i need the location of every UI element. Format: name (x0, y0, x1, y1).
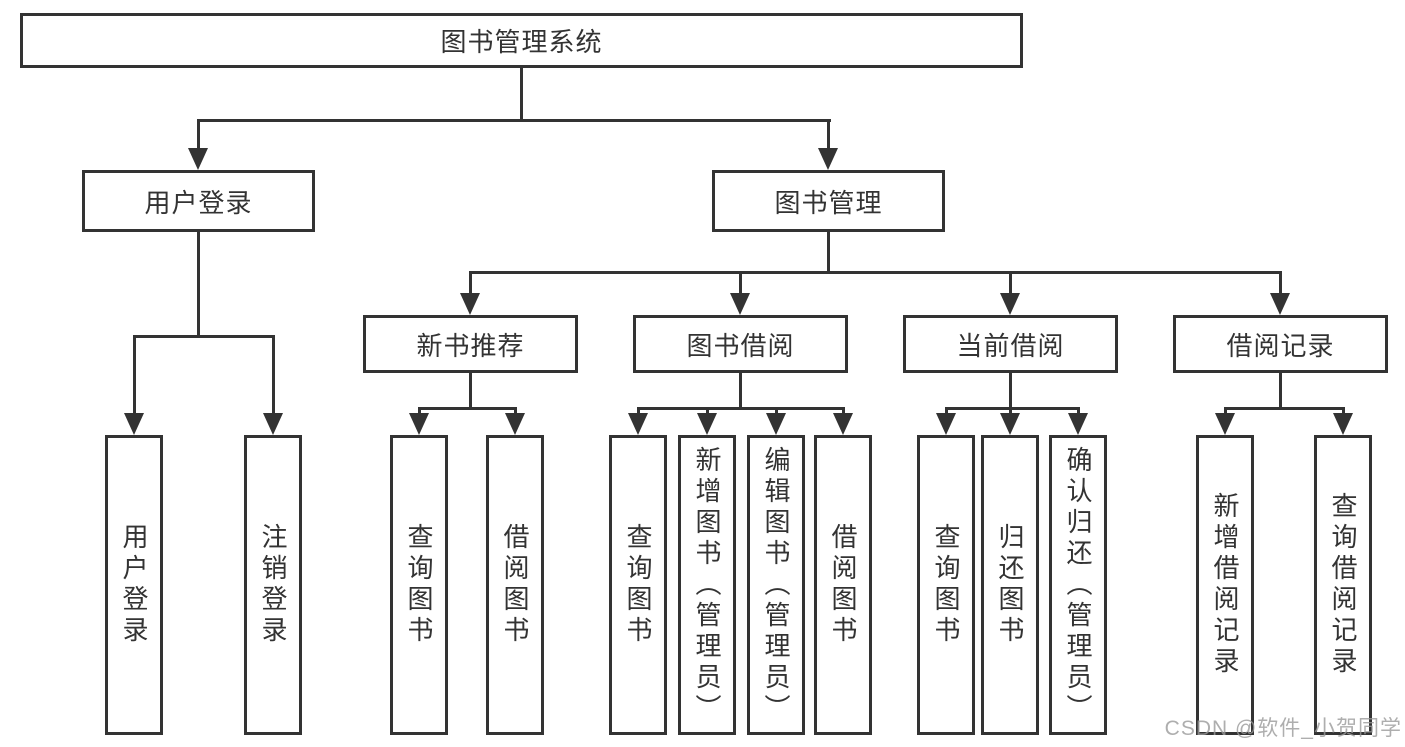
arrow-down-icon (697, 413, 717, 435)
connector-level1-bus (197, 119, 831, 122)
node-new-book-recommend-label: 新书推荐 (416, 330, 525, 361)
leaf-current-query-books-label: 查询图书 (931, 523, 961, 647)
csdn-watermark: CSDN @软件_小贺同学 (1164, 717, 1402, 740)
connector-user-login-bus (133, 335, 275, 338)
arrow-down-icon (628, 413, 648, 435)
leaf-recommend-query-books-label: 查询图书 (404, 523, 434, 647)
leaf-user-login-label: 用户登录 (119, 523, 149, 647)
leaf-return-books: 归还图书 (981, 435, 1039, 735)
connector-drop-leaf (272, 335, 275, 415)
arrow-down-icon (505, 413, 525, 435)
leaf-confirm-return-admin: 确认归还（管理员） (1049, 435, 1107, 735)
leaf-borrowing-query-books-label: 查询图书 (623, 523, 653, 647)
connector-drop-user-login (197, 119, 200, 150)
arrow-down-icon (1270, 293, 1290, 315)
connector-stem (1009, 373, 1012, 409)
arrow-down-icon (833, 413, 853, 435)
connector-drop-leaf (842, 407, 845, 417)
connector-drop-leaf (1077, 407, 1080, 417)
node-book-borrowing: 图书借阅 (633, 315, 848, 373)
connector-drop-leaf (1224, 407, 1227, 417)
node-borrowing-records-label: 借阅记录 (1226, 330, 1335, 361)
leaf-logout-label: 注销登录 (258, 523, 288, 647)
connector-drop-leaf (1009, 407, 1012, 417)
connector-stem (1279, 373, 1282, 409)
connector-drop-leaf (1342, 407, 1345, 417)
connector-bus (637, 407, 845, 410)
leaf-borrowing-borrow-books-label: 借阅图书 (828, 523, 858, 647)
leaf-add-books-admin: 新增图书（管理员） (678, 435, 736, 735)
leaf-borrowing-borrow-books: 借阅图书 (814, 435, 872, 735)
leaf-logout: 注销登录 (244, 435, 302, 735)
leaf-recommend-borrow-books: 借阅图书 (486, 435, 544, 735)
leaf-borrowing-query-books: 查询图书 (609, 435, 667, 735)
connector-root-stem (520, 68, 523, 119)
connector-drop-leaf (418, 407, 421, 417)
connector-drop-leaf (637, 407, 640, 417)
node-current-borrowing: 当前借阅 (903, 315, 1118, 373)
arrow-down-icon (1333, 413, 1353, 435)
leaf-recommend-query-books: 查询图书 (390, 435, 448, 735)
arrow-down-icon (730, 293, 750, 315)
arrow-down-icon (766, 413, 786, 435)
node-book-borrowing-label: 图书借阅 (686, 330, 795, 361)
arrow-down-icon (818, 148, 838, 170)
connector-stem (469, 373, 472, 409)
connector-drop-node (1279, 271, 1282, 295)
connector-drop-node (739, 271, 742, 295)
arrow-down-icon (936, 413, 956, 435)
arrow-down-icon (1000, 413, 1020, 435)
connector-stem (739, 373, 742, 409)
node-current-borrowing-label: 当前借阅 (956, 330, 1065, 361)
leaf-query-borrow-record-label: 查询借阅记录 (1328, 492, 1358, 678)
connector-drop-node (469, 271, 472, 295)
leaf-edit-books-admin: 编辑图书（管理员） (747, 435, 805, 735)
node-root: 图书管理系统 (20, 13, 1023, 68)
arrow-down-icon (409, 413, 429, 435)
connector-drop-leaf (133, 335, 136, 415)
node-book-management: 图书管理 (712, 170, 945, 232)
leaf-add-borrow-record: 新增借阅记录 (1196, 435, 1254, 735)
node-book-management-label: 图书管理 (774, 187, 883, 218)
arrow-down-icon (1215, 413, 1235, 435)
leaf-edit-books-admin-label: 编辑图书（管理员） (761, 445, 791, 725)
arrow-down-icon (124, 413, 144, 435)
arrow-down-icon (188, 148, 208, 170)
node-root-label: 图书管理系统 (440, 27, 603, 57)
connector-book-management-stem (827, 232, 830, 274)
connector-level2-bus (469, 271, 1282, 274)
node-user-login-label: 用户登录 (144, 187, 253, 218)
arrow-down-icon (1000, 293, 1020, 315)
connector-bus (418, 407, 517, 410)
leaf-user-login: 用户登录 (105, 435, 163, 735)
node-user-login: 用户登录 (82, 170, 315, 232)
connector-user-login-stem (197, 232, 200, 335)
arrow-down-icon (1068, 413, 1088, 435)
leaf-add-books-admin-label: 新增图书（管理员） (692, 445, 722, 725)
leaf-query-borrow-record: 查询借阅记录 (1314, 435, 1372, 735)
connector-bus (945, 407, 1079, 410)
connector-drop-leaf (706, 407, 709, 417)
leaf-current-query-books: 查询图书 (917, 435, 975, 735)
leaf-recommend-borrow-books-label: 借阅图书 (500, 523, 530, 647)
leaf-return-books-label: 归还图书 (995, 523, 1025, 647)
connector-drop-leaf (945, 407, 948, 417)
connector-drop-node (1009, 271, 1012, 295)
leaf-add-borrow-record-label: 新增借阅记录 (1210, 492, 1240, 678)
connector-drop-leaf (514, 407, 517, 417)
leaf-confirm-return-admin-label: 确认归还（管理员） (1063, 445, 1093, 725)
arrow-down-icon (460, 293, 480, 315)
node-borrowing-records: 借阅记录 (1173, 315, 1388, 373)
connector-bus (1224, 407, 1344, 410)
connector-drop-book-management (827, 119, 830, 150)
node-new-book-recommend: 新书推荐 (363, 315, 578, 373)
arrow-down-icon (263, 413, 283, 435)
connector-drop-leaf (775, 407, 778, 417)
